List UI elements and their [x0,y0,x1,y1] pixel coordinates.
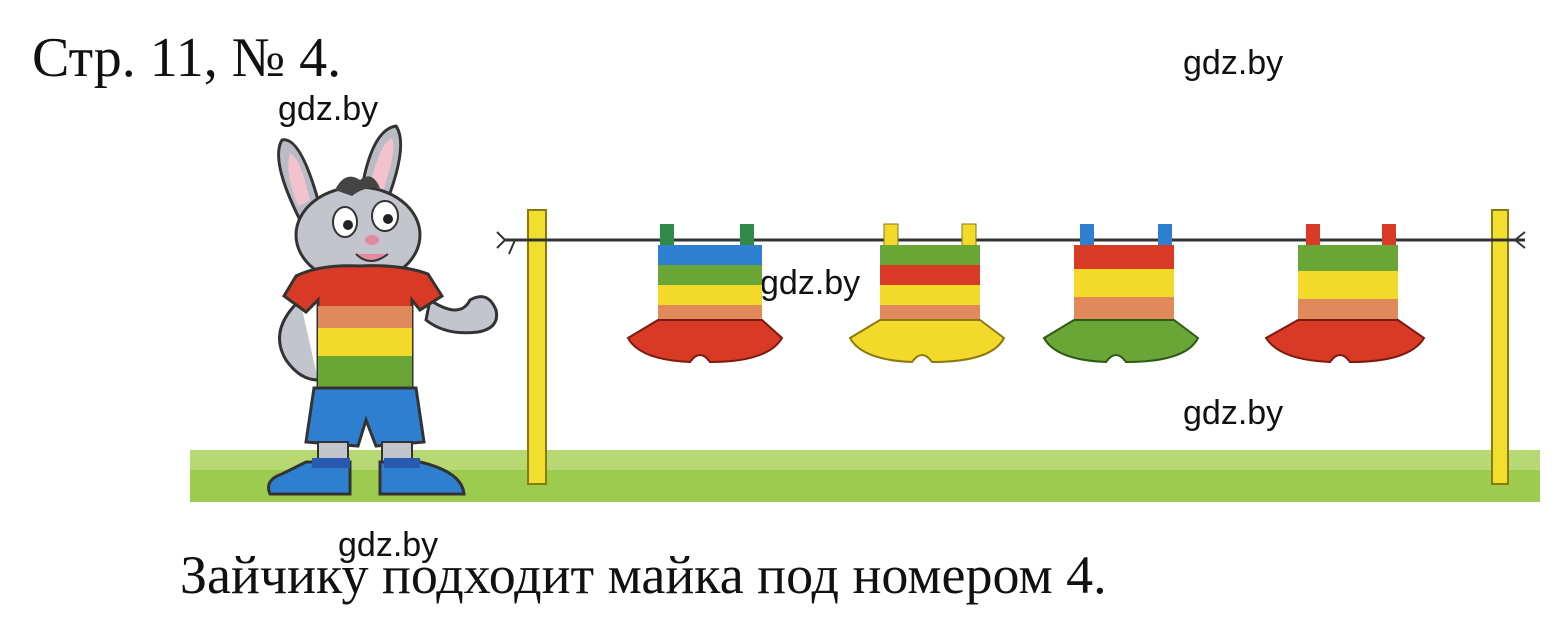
watermark: gdz.by [1183,394,1284,432]
shirt-1 [626,224,784,364]
page-title: Стр. 11, № 4. [32,27,342,89]
pole-right [1491,209,1509,485]
bunny [267,124,499,496]
shirt-4 [1264,224,1426,364]
shirt-3 [1042,224,1200,364]
pole-left [527,209,547,485]
shirt-2 [848,223,1006,364]
clothesline-rope [496,231,1526,255]
answer-text: Зайчику подходит майка под номером 4. [180,545,1107,605]
watermark: gdz.by [760,264,861,302]
watermark: gdz.by [278,90,379,128]
watermark: gdz.by [1183,44,1284,82]
watermark: gdz.by [338,526,439,564]
